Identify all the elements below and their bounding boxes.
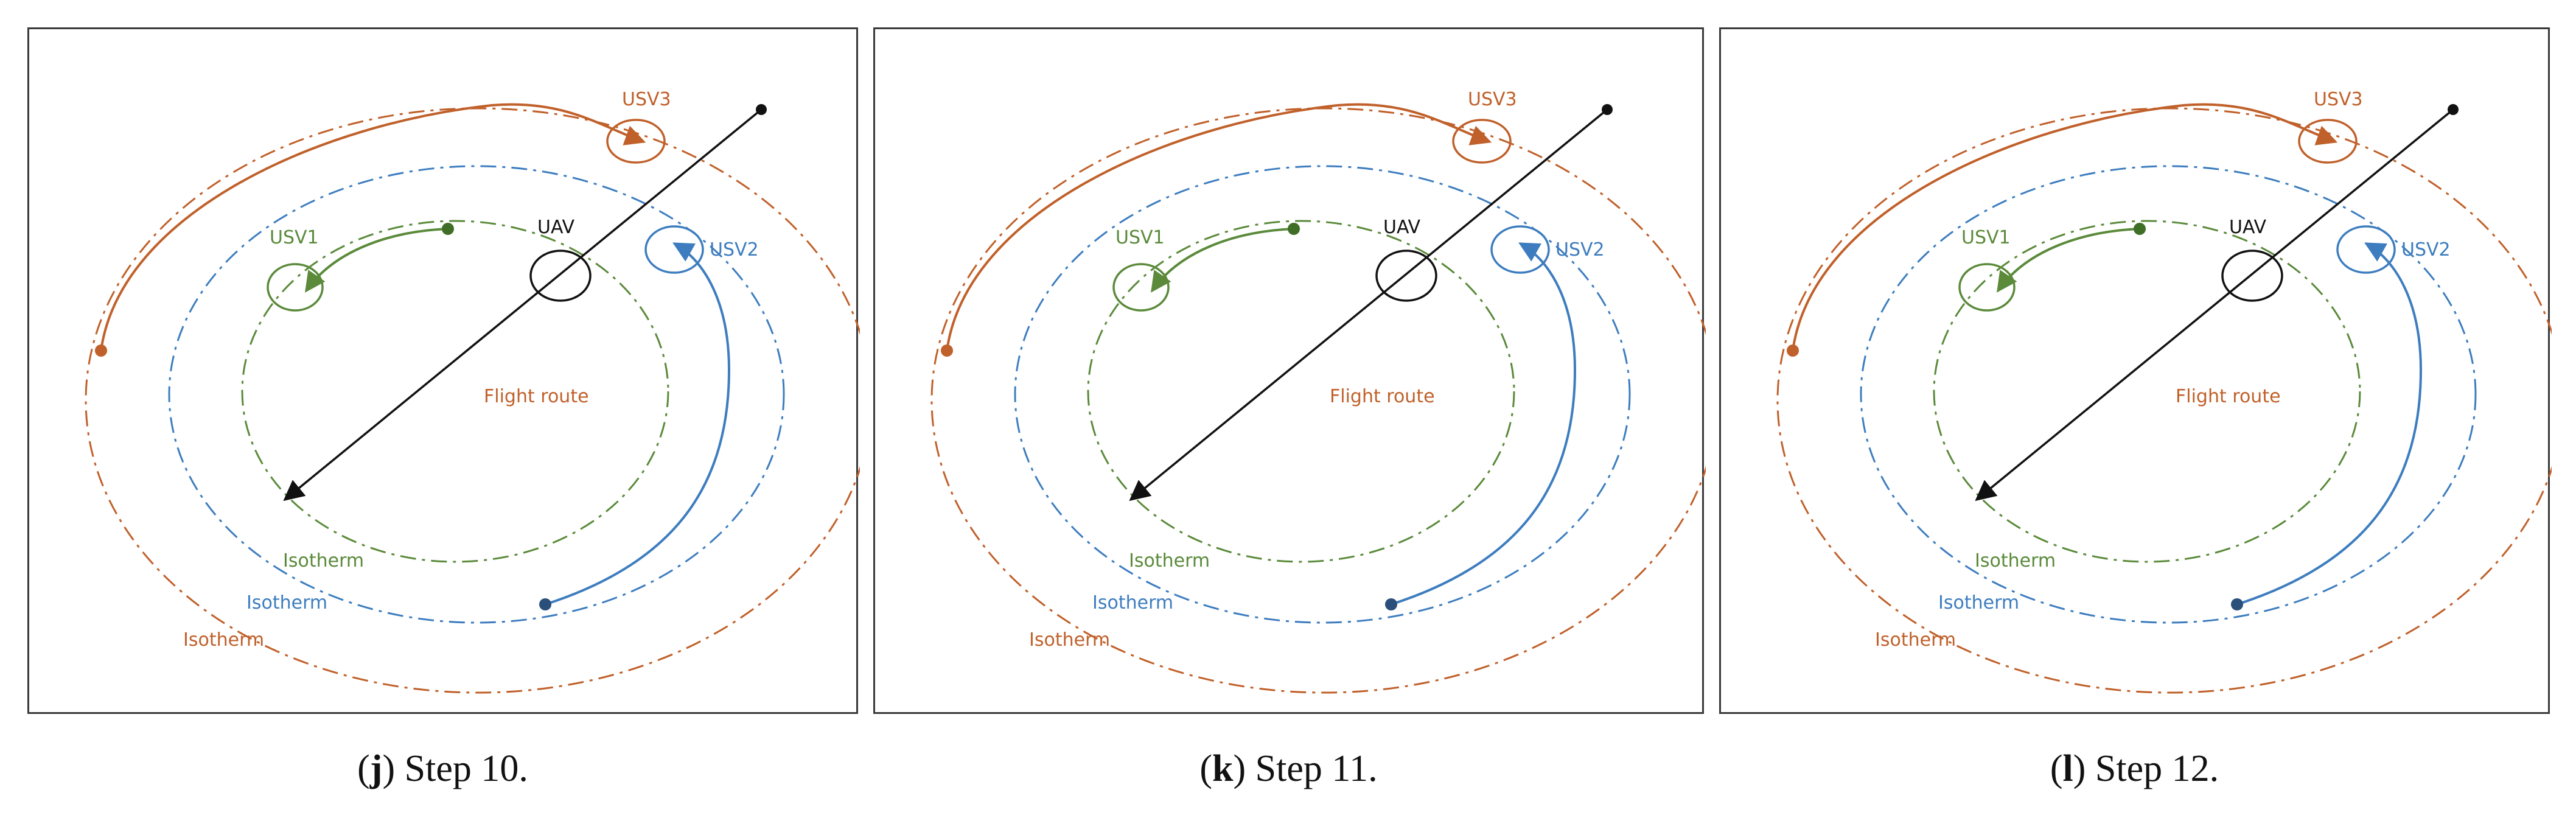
usv2-trajectory bbox=[1391, 242, 1577, 606]
usv1-trajectory bbox=[1997, 228, 2140, 293]
uav-circle bbox=[2221, 250, 2283, 302]
panel-caption-3: (l) Step 12. bbox=[2050, 748, 2219, 789]
usv3-start-dot bbox=[941, 344, 953, 357]
usv2-trajectory bbox=[2236, 242, 2423, 606]
usv3-circle bbox=[2298, 119, 2358, 164]
usv2-trajectory bbox=[545, 242, 731, 606]
usv2-label: USV2 bbox=[2401, 239, 2451, 260]
usv3-label: USV3 bbox=[622, 89, 671, 110]
isotherm-inner bbox=[1933, 220, 2361, 563]
usv3-circle bbox=[606, 119, 666, 164]
usv2-circle bbox=[2336, 225, 2396, 274]
caption-letter: j bbox=[369, 748, 383, 789]
isotherm-inner bbox=[1087, 220, 1515, 563]
flight-route-start-dot bbox=[2448, 104, 2459, 115]
usv3-trajectory bbox=[1792, 103, 2338, 351]
isotherm-label-middle: Isotherm bbox=[1938, 592, 2019, 614]
usv3-start-dot bbox=[95, 344, 107, 357]
isotherm-inner bbox=[241, 220, 669, 563]
usv2-circle bbox=[1490, 225, 1550, 274]
isotherm-outer bbox=[1776, 107, 2552, 694]
caption-text: Step 10. bbox=[404, 748, 528, 789]
isotherm-outer bbox=[85, 107, 860, 694]
flight-route-label: Flight route bbox=[1330, 386, 1435, 407]
isotherm-middle bbox=[168, 165, 785, 624]
caption-letter: k bbox=[1212, 748, 1234, 789]
isotherm-label-inner: Isotherm bbox=[283, 550, 364, 572]
uav-label: UAV bbox=[1383, 217, 1421, 238]
usv1-circle bbox=[1958, 263, 2016, 312]
uav-circle bbox=[529, 250, 592, 302]
uav-circle bbox=[1375, 250, 1437, 302]
isotherm-label-inner: Isotherm bbox=[1129, 550, 1210, 572]
isotherm-middle bbox=[1860, 165, 2477, 624]
flight-route-line bbox=[283, 108, 763, 502]
usv1-start-dot bbox=[1288, 223, 1300, 235]
usv3-trajectory bbox=[946, 103, 1492, 351]
flight-route-start-dot bbox=[756, 104, 767, 115]
usv2-start-dot bbox=[539, 598, 551, 610]
isotherm-label-inner: Isotherm bbox=[1975, 550, 2056, 572]
flight-route-line bbox=[1129, 108, 1608, 502]
isotherm-middle bbox=[1014, 165, 1631, 624]
isotherm-outer bbox=[930, 107, 1706, 694]
usv3-label: USV3 bbox=[2314, 89, 2363, 110]
flight-route-label: Flight route bbox=[484, 386, 589, 407]
panel-caption-2: (k) Step 11. bbox=[1199, 748, 1378, 789]
usv2-label: USV2 bbox=[1555, 239, 1605, 260]
flight-route-label: Flight route bbox=[2176, 386, 2281, 407]
usv1-label: USV1 bbox=[1115, 227, 1165, 248]
usv1-circle bbox=[267, 263, 324, 312]
flight-route-line bbox=[1975, 108, 2454, 502]
isotherm-label-middle: Isotherm bbox=[246, 592, 327, 614]
isotherm-label-outer: Isotherm bbox=[1029, 629, 1110, 651]
usv1-start-dot bbox=[2134, 223, 2146, 235]
usv1-trajectory bbox=[305, 228, 449, 293]
usv1-label: USV1 bbox=[1961, 227, 2011, 248]
panel-caption-1: (j) Step 10. bbox=[357, 748, 528, 789]
usv2-circle bbox=[644, 225, 704, 274]
caption-text: Step 12. bbox=[2095, 748, 2219, 789]
usv2-start-dot bbox=[1385, 598, 1397, 610]
isotherm-label-outer: Isotherm bbox=[183, 629, 264, 651]
usv3-trajectory bbox=[100, 103, 646, 351]
usv1-trajectory bbox=[1151, 228, 1294, 293]
caption-letter: l bbox=[2062, 748, 2073, 789]
isotherm-label-outer: Isotherm bbox=[1875, 629, 1956, 651]
usv2-label: USV2 bbox=[710, 239, 759, 260]
usv3-label: USV3 bbox=[1468, 89, 1517, 110]
isotherm-label-middle: Isotherm bbox=[1092, 592, 1173, 614]
uav-label: UAV bbox=[537, 217, 575, 238]
usv2-start-dot bbox=[2231, 598, 2243, 610]
flight-route-start-dot bbox=[1602, 104, 1613, 115]
usv3-start-dot bbox=[1787, 344, 1799, 357]
usv1-label: USV1 bbox=[270, 227, 319, 248]
usv1-start-dot bbox=[442, 223, 454, 235]
uav-label: UAV bbox=[2229, 217, 2267, 238]
usv1-circle bbox=[1112, 263, 1170, 312]
usv3-circle bbox=[1452, 119, 1512, 164]
caption-text: Step 11. bbox=[1255, 748, 1378, 789]
